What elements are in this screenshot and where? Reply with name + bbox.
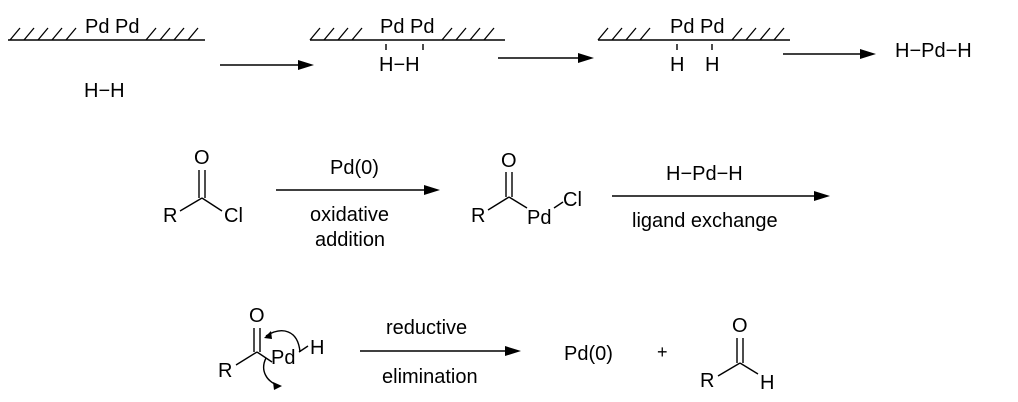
acyl-chloride-cl: Cl [224,205,243,227]
addition-label: addition [315,229,385,251]
arrow-reductive-elimination [360,346,521,356]
arrow-row1-2 [498,53,594,63]
acyl-pd-h-h: H [310,337,324,359]
arrow-oxidative-addition [276,185,440,195]
acyl-pd-pd: Pd [527,207,551,229]
adsorbed-h-atom-2: H [705,54,719,76]
adsorbed-h2: H−H [379,54,420,76]
acyl-chloride-oxygen: O [194,147,210,169]
elimination-label: elimination [382,366,478,388]
pd-surface-label-1: Pd Pd [85,16,139,38]
acyl-pd-r: R [471,205,485,227]
acyl-pd-h-pd: Pd [271,347,295,369]
surface-hatch-left-2 [309,27,363,41]
c-cl-bond [201,197,223,212]
pd-surface-label-2: Pd Pd [380,16,434,38]
acyl-pd-cl: Cl [563,189,582,211]
surface-hatch-left-1 [9,27,77,41]
surface-stage-1: Pd Pd H−H [8,16,205,102]
surface-stage-3: Pd Pd H H [597,16,790,76]
arrow-row1-3 [783,49,876,59]
palladium-dihydride: H−Pd−H [895,40,972,62]
arrow-ligand-exchange [612,191,830,201]
adsorbed-h-atom-1: H [670,54,684,76]
acyl-pd-c-r-bond [487,196,510,211]
surface-hatch-right-2 [441,27,495,41]
acyl-pd-chloride: O R Pd Cl [471,150,582,229]
aldehyde-r: R [700,370,714,392]
pd0-reagent-label: Pd(0) [330,157,379,179]
aldehyde: O R H [700,315,774,394]
pd-cl-bond [553,201,564,209]
acyl-pd-h-oxygen: O [249,305,265,327]
aldehyde-c-r-bond [717,362,741,377]
pd0-product: Pd(0) [564,343,613,365]
plus-sign: + [657,342,668,362]
ligand-exchange-label: ligand exchange [632,210,778,232]
acyl-pd-c-pd-bond [508,196,528,209]
curved-arrow-top-head [264,331,272,339]
surface-hatch-right-3 [731,27,785,41]
aldehyde-h: H [760,372,774,394]
acyl-chloride-r: R [163,205,177,227]
acyl-pd-h-c-pd-bond [256,351,273,363]
acyl-pd-oxygen: O [501,150,517,172]
aldehyde-oxygen: O [732,315,748,337]
acyl-pd-h-r: R [218,360,232,382]
c-r-bond [179,197,203,212]
acyl-pd-h-c-r-bond [235,351,258,366]
h2-molecule: H−H [84,80,125,102]
surface-hatch-right-1 [145,27,199,41]
acyl-chloride: O R Cl [163,147,243,227]
surface-stage-2: Pd Pd H−H [309,16,505,76]
reductive-label: reductive [386,317,467,339]
acyl-pd-hydride: O R Pd H [218,305,324,390]
arrow-row1-1 [220,60,314,70]
hpdh-reagent-label: H−Pd−H [666,163,743,185]
pd-surface-label-3: Pd Pd [670,16,724,38]
curved-arrow-bottom-head [273,382,282,390]
surface-hatch-left-3 [597,27,651,41]
oxidative-label: oxidative [310,204,389,226]
aldehyde-c-h-bond [739,362,759,375]
